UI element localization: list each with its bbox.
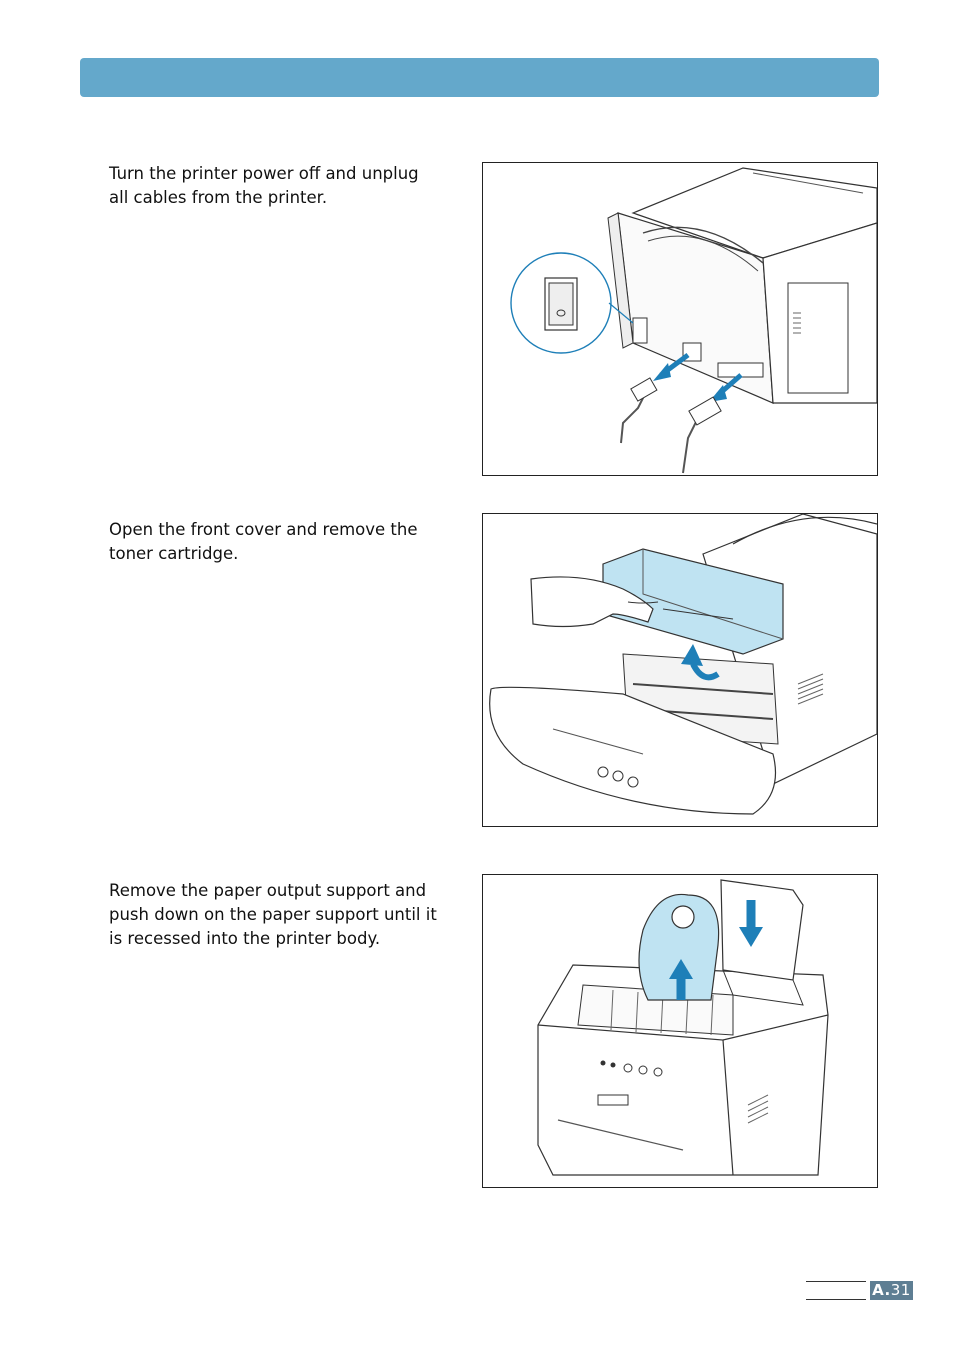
header-bar: [80, 58, 879, 97]
page-number-badge: A.31: [870, 1281, 913, 1300]
printer-open-cover-illustration: [489, 514, 877, 815]
step-3-text: Remove the paper output support and push…: [109, 881, 437, 948]
footer-rule-bottom: [806, 1299, 866, 1300]
printer-rear-illustration: [510, 167, 877, 474]
page-prefix: A.: [872, 1281, 891, 1299]
step-1-text: Turn the printer power off and unplug al…: [109, 164, 419, 207]
footer-rule-top: [806, 1281, 866, 1282]
illustration-remove-cartridge: [482, 513, 878, 827]
illustration-unplug-cables: [482, 162, 878, 476]
printer-front-illustration: [537, 879, 829, 1176]
step-2-text: Open the front cover and remove the tone…: [109, 520, 418, 563]
illustration-paper-support: [482, 874, 878, 1188]
page-number: 31: [890, 1281, 911, 1299]
